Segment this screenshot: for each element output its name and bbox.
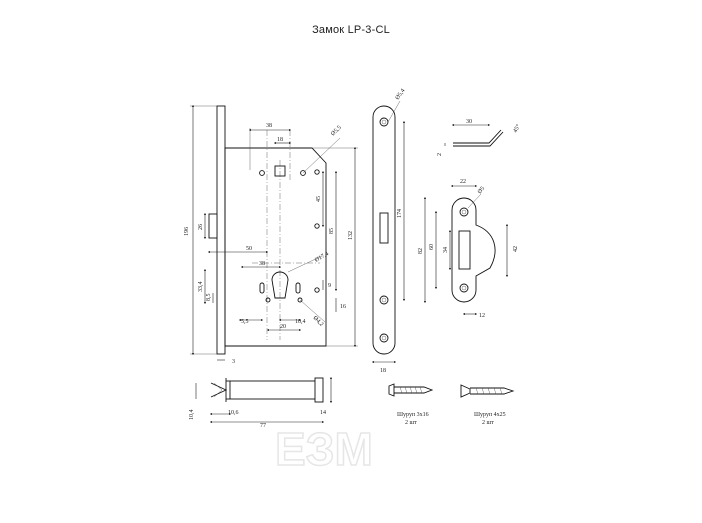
dimension-label: Ø4,2 — [312, 315, 325, 328]
dimension-label: 196 — [184, 227, 190, 236]
dimension-label: 50 — [246, 246, 252, 252]
spindle-square — [274, 165, 286, 177]
dimension-label: 22 — [460, 179, 466, 185]
watermark-text: ЕЗМ — [275, 423, 373, 475]
dimension-label: 8,5 — [206, 294, 212, 302]
dimension-label: 16 — [340, 304, 346, 310]
drawing-title: Замок LP-3-CL — [312, 24, 390, 36]
faceplate-view: Ø5,4 174 18 — [371, 88, 407, 374]
dimension-label: 38 — [266, 123, 272, 129]
latch-bolt — [208, 213, 218, 239]
faceplate-edge — [216, 105, 226, 355]
dimension-label: 9 — [328, 283, 331, 289]
dimension-label: 2 шт — [405, 420, 417, 426]
dimension-label: Ø5,5 — [330, 125, 343, 138]
dimension-label: 77 — [260, 423, 266, 429]
screw-3x16: Шуруп 3х16 2 шт — [388, 383, 434, 426]
mount-hole — [300, 170, 306, 176]
dimension-label: Шуруп 4х25 — [474, 412, 506, 418]
dimension-label: 20 — [280, 324, 286, 330]
lock-body-view: 38 18 Ø5,5 45 85 132 196 26 50 38 Ø17,4 … — [184, 104, 358, 365]
dimension-label: 33,4 — [198, 282, 204, 293]
dimension-label: 26 — [198, 224, 204, 230]
dimension-label: 60 — [429, 244, 435, 250]
dimension-label: 10,6 — [228, 410, 239, 416]
dimension-label: 14 — [320, 410, 326, 416]
screw-4x25: Шуруп 4х25 2 шт — [460, 384, 515, 426]
dimension-label: 45° — [512, 123, 523, 134]
strike-opening — [458, 230, 471, 270]
latch-bolt-view: 10,4 10,6 77 14 — [189, 376, 333, 429]
faceplate-outline — [372, 105, 396, 355]
dimension-label: 5,5 — [241, 319, 249, 325]
dimension-label: 2 — [437, 153, 443, 156]
mount-hole — [259, 170, 265, 176]
dimension-label: Шуруп 3х16 — [397, 412, 429, 418]
strike-plate-view: 30 45° 2 22 Ø5 82 60 34 42 12 — [418, 119, 522, 319]
lock-case — [224, 147, 327, 347]
dimension-label: 2 шт — [482, 420, 494, 426]
dimension-label: 34 — [443, 247, 449, 253]
dimension-label: 18 — [380, 368, 386, 374]
dimension-label: Ø17,4 — [314, 251, 330, 264]
dimension-label: 38 — [259, 261, 265, 267]
dimension-label: Ø5 — [477, 186, 486, 195]
dimension-label: 132 — [348, 231, 354, 240]
dimension-label: 174 — [397, 209, 403, 218]
cylinder-cutout — [271, 271, 289, 299]
dimension-label: 30 — [466, 119, 472, 125]
latch-opening — [379, 212, 389, 244]
dimension-label: 18 — [277, 137, 283, 143]
dimension-label: Ø5,4 — [395, 88, 407, 101]
dimension-label: 82 — [418, 248, 424, 254]
dimension-label: 45 — [316, 196, 322, 202]
dimension-label: 12 — [479, 313, 485, 319]
dimension-label: 42 — [513, 246, 519, 252]
dimension-label: 10,4 — [189, 410, 195, 421]
dimension-label: 85 — [329, 228, 335, 234]
dimension-label: 10,4 — [295, 319, 306, 325]
strike-plate-outline — [451, 197, 496, 303]
dimension-label: 3 — [232, 359, 235, 365]
